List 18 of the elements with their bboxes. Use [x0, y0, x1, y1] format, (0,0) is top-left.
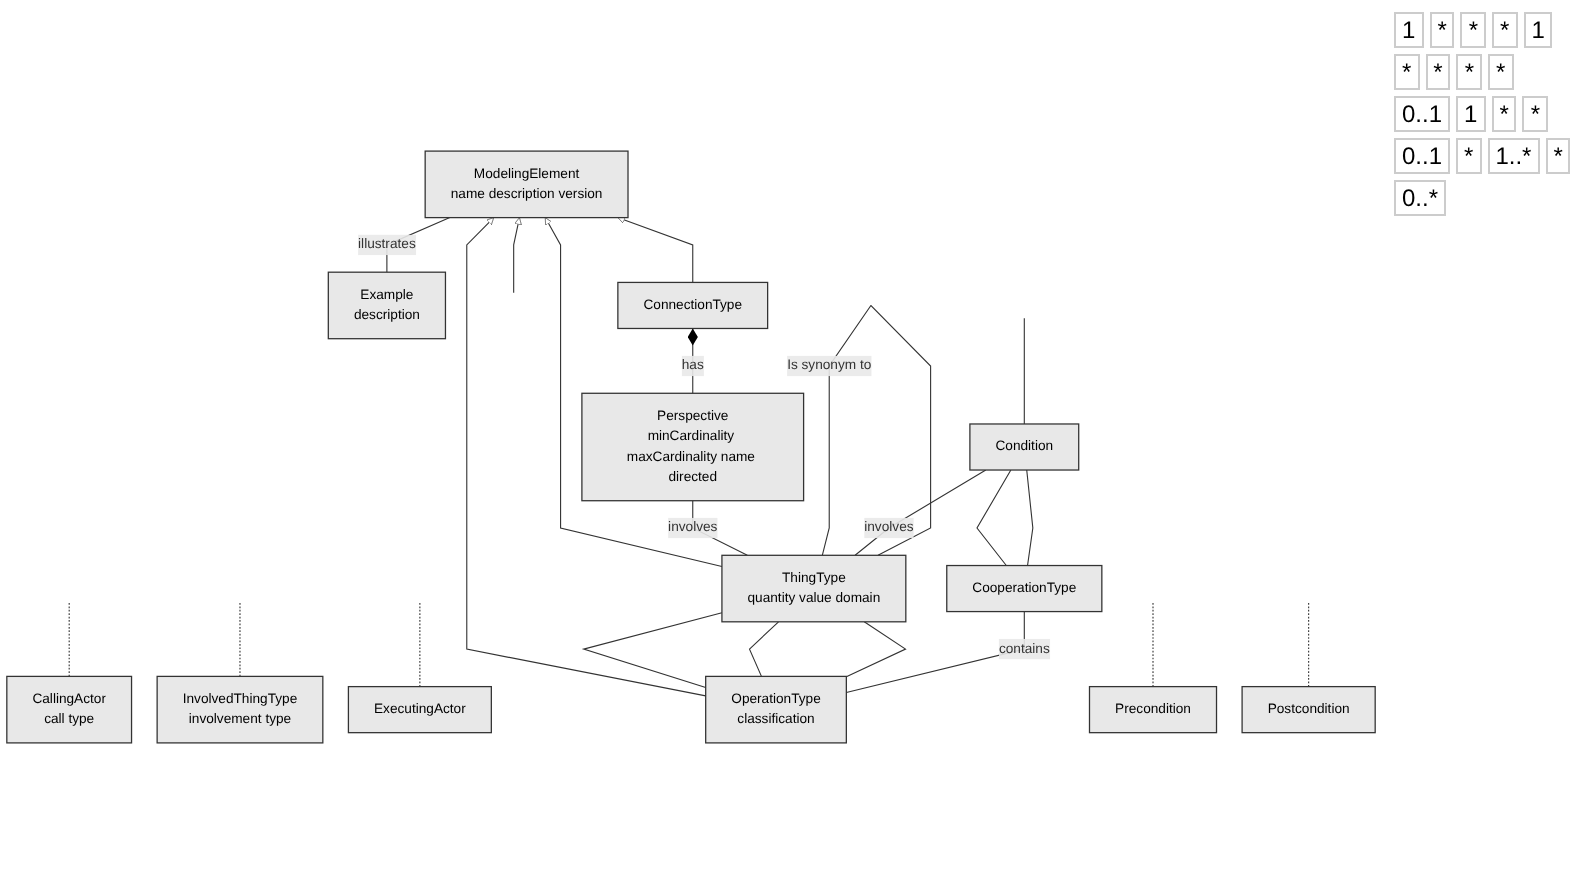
multiplicity-label: 1 — [1456, 96, 1486, 132]
multiplicity-label: * — [1456, 54, 1483, 90]
multiplicity-label: * — [1491, 96, 1517, 132]
multiplicity-label: * — [1394, 54, 1420, 90]
multiplicity-label: 0..* — [1394, 180, 1447, 216]
multiplicity-label: * — [1425, 54, 1451, 90]
multiplicity-label: 0..1 — [1394, 138, 1451, 174]
multiplicity-label: 1..* — [1487, 138, 1540, 174]
multiplicity-label: * — [1429, 12, 1455, 48]
multiplicity-label: * — [1456, 138, 1482, 174]
multiplicity-label: 1 — [1394, 12, 1424, 48]
multiplicity-label: 0..1 — [1394, 96, 1451, 132]
multiplicity-label: * — [1545, 138, 1571, 174]
multiplicity-label: * — [1488, 54, 1514, 90]
multiplicity-label: * — [1492, 12, 1518, 48]
multiplicity-label: * — [1522, 96, 1549, 132]
multiplicity-label: 1 — [1523, 12, 1553, 48]
multiplicity-label: * — [1460, 12, 1487, 48]
